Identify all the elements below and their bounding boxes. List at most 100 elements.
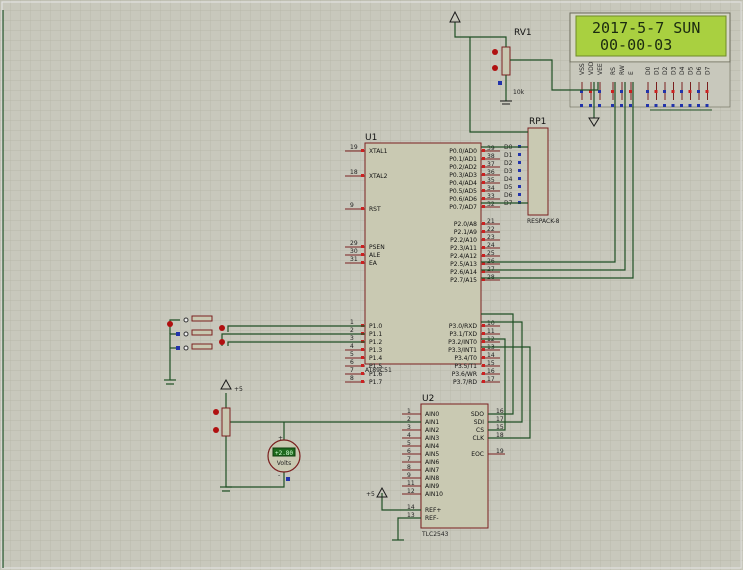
lcd-pin-name: E [628, 71, 635, 75]
pin-name: P1.2 [369, 339, 382, 346]
rp1-pin-label: D4 [504, 176, 513, 183]
pin-number: 38 [487, 153, 495, 160]
pin-name: ALE [369, 252, 380, 259]
pin-name: P3.0/RXD [449, 323, 477, 330]
ground-icon [500, 100, 512, 105]
push-buttons[interactable] [167, 315, 225, 351]
pin-number: 17 [496, 416, 504, 423]
voltmeter[interactable]: +2.80 Volts + - [267, 435, 301, 481]
pin-number: 4 [407, 432, 411, 439]
pin-number: 32 [487, 201, 495, 208]
pin-number: 16 [487, 368, 495, 375]
pin-number: 17 [487, 376, 495, 383]
pin-number: 9 [350, 202, 354, 209]
u2-ref: U2 [422, 394, 434, 404]
pin-name: P1.6 [369, 371, 382, 378]
pin-marker-icon [176, 346, 180, 350]
pin-name: AIN4 [425, 443, 439, 450]
pin-number: 16 [496, 408, 504, 415]
pin-name: AIN2 [425, 427, 439, 434]
rp1-pin-label: D5 [504, 184, 513, 191]
lcd-pin-name: D4 [679, 66, 686, 75]
input-potentiometer[interactable] [213, 407, 231, 437]
pin-name: AIN9 [425, 483, 439, 490]
pin-name: P3.5/T1 [454, 363, 477, 370]
pin-number: 14 [487, 352, 495, 359]
pin-number: 8 [407, 464, 411, 471]
pin-number: 19 [350, 144, 358, 151]
pin-name: P3.6/WR [452, 371, 477, 378]
pin-number: 31 [350, 256, 358, 263]
lcd-pin-name: D2 [662, 66, 669, 75]
button-3 [183, 315, 213, 323]
pin-name: AIN0 [425, 411, 439, 418]
probe-icon [167, 321, 173, 327]
lcd-pin-name: VSS [579, 63, 586, 75]
lcd-pin-name: D6 [696, 66, 703, 75]
pin-name: P0.1/AD1 [449, 156, 477, 163]
power-arrow-icon [220, 378, 232, 390]
pin-name: P3.4/T0 [454, 355, 477, 362]
lcd-pin-name: RS [610, 67, 617, 75]
pin-name: P2.1/A9 [454, 229, 477, 236]
pin-name: PSEN [369, 244, 385, 251]
pin-number: 33 [487, 193, 495, 200]
pin-number: 25 [487, 250, 495, 257]
pin-number: 12 [407, 488, 415, 495]
pin-name: P0.3/AD3 [449, 172, 477, 179]
pin-number: 7 [407, 456, 411, 463]
pin-number: 18 [350, 169, 358, 176]
rp1-pin-label: D2 [504, 160, 513, 167]
pin-number: 30 [350, 248, 358, 255]
pin-name: P0.2/AD2 [449, 164, 477, 171]
pin-number: 5 [350, 351, 354, 358]
pin-number: 1 [350, 319, 354, 326]
pin-marker-icon [176, 332, 180, 336]
pin-number: 37 [487, 161, 495, 168]
pin-number: 14 [407, 504, 415, 511]
probe-icon [213, 409, 219, 415]
power-arrow-icon [449, 10, 461, 23]
lcd-pin-name: VDD [588, 61, 595, 75]
pin-number: 10 [487, 320, 495, 327]
pin-name: REF+ [425, 507, 441, 514]
pin-name: P1.1 [369, 331, 382, 338]
u1-part: AT89C51 [365, 367, 392, 374]
pin-number: 11 [407, 480, 415, 487]
pin-name: P2.3/A11 [450, 245, 477, 252]
svg-text:-: - [278, 472, 280, 479]
pin-number: 18 [496, 432, 504, 439]
rv1-value: 10k [513, 89, 525, 96]
pin-number: 36 [487, 169, 495, 176]
button-2 [183, 339, 225, 351]
rp1-type: RESPACK-8 [527, 218, 560, 225]
pin-name: AIN10 [425, 491, 443, 498]
pin-name: AIN6 [425, 459, 439, 466]
pin-name: RST [369, 206, 381, 213]
u1-microcontroller[interactable]: U1 AT89C51 19XTAL118XTAL29RST29PSEN30ALE… [345, 133, 500, 386]
power-label-b: +5 [366, 491, 375, 498]
pin-name: P0.0/AD0 [449, 148, 477, 155]
rp1-pin-label: D3 [504, 168, 513, 175]
pin-name: P2.7/A15 [450, 277, 477, 284]
pin-number: 11 [487, 328, 495, 335]
power-arrow-icon [376, 486, 388, 498]
pin-number: 21 [487, 218, 495, 225]
pin-number: 2 [407, 416, 411, 423]
pin-number: 22 [487, 226, 495, 233]
pin-number: 24 [487, 242, 495, 249]
pin-number: 13 [407, 512, 415, 519]
pin-number: 6 [350, 359, 354, 366]
voltmeter-unit: Volts [277, 460, 291, 467]
pin-number: 35 [487, 177, 495, 184]
lcd-line-1: 2017-5-7 SUN [592, 19, 700, 37]
pin-name: P1.4 [369, 355, 382, 362]
pin-name: AIN8 [425, 475, 439, 482]
pin-number: 7 [350, 367, 354, 374]
pin-number: 3 [407, 424, 411, 431]
